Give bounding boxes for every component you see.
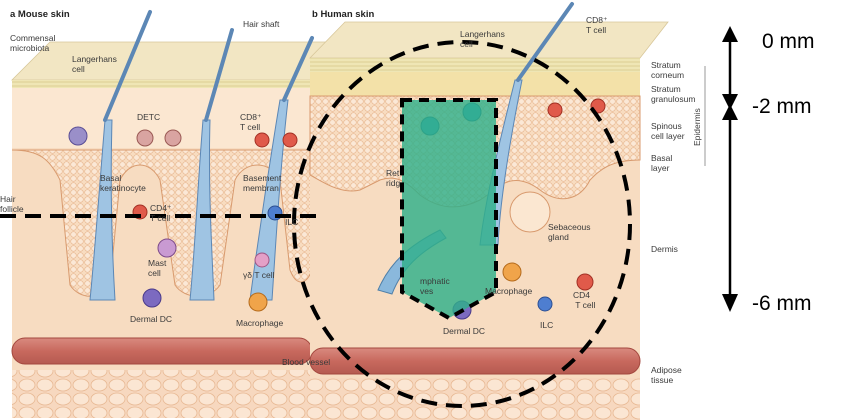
label-adipose-tissue: Adipose tissue	[651, 365, 682, 385]
label-sebaceous-gland: Sebaceous gland	[548, 222, 591, 242]
label-langerhans-human: Langerhans cell	[460, 29, 505, 49]
label-stratum-corneum: Stratum corneum	[651, 60, 684, 80]
label-macrophage-human: Macrophage	[485, 286, 532, 296]
label-basal-layer: Basal layer	[651, 153, 672, 173]
scale-label-top: 0 mm	[762, 30, 815, 54]
label-spinous-layer: Spinous cell layer	[651, 121, 685, 141]
label-dermal-dc-mouse: Dermal DC	[130, 314, 172, 324]
label-hair-follicle: Hair follicle	[0, 194, 24, 214]
label-cd4-human: CD4 T cell	[573, 290, 595, 310]
label-basement-membrane: Basement membran	[243, 173, 281, 193]
label-commensal-microbiota: Commensal microbiota	[10, 33, 55, 53]
label-rete-ridge: Ret ridg	[386, 168, 400, 188]
label-hair-shaft: Hair shaft	[243, 19, 279, 29]
depth-scale	[722, 26, 738, 312]
label-cd8-mouse: CD8⁺ T cell	[240, 112, 262, 132]
label-dermis: Dermis	[651, 244, 678, 254]
mouse-panel-title: a Mouse skin	[10, 9, 70, 20]
label-cd8-human: CD8⁺ T cell	[586, 15, 608, 35]
scale-label-bottom: -6 mm	[752, 292, 812, 316]
human-panel-title: b Human skin	[312, 9, 374, 20]
label-basal-keratinocyte: Basal keratinocyte	[100, 173, 146, 193]
label-ilc-mouse: ILC	[285, 217, 298, 227]
label-mast-cell: Mast cell	[148, 258, 166, 278]
label-dermal-dc-human: Dermal DC	[443, 326, 485, 336]
label-langerhans-mouse: Langerhans cell	[72, 54, 117, 74]
label-lymphatic-vessel: mphatic ves	[420, 276, 450, 296]
label-cd4-mouse: CD4⁺ T cell	[150, 203, 172, 223]
label-macrophage-mouse: Macrophage	[236, 318, 283, 328]
label-detc: DETC	[137, 112, 160, 122]
label-ilc-human: ILC	[540, 320, 553, 330]
label-epidermis: Epidermis	[692, 108, 702, 146]
label-stratum-granulosum: Stratum granulosum	[651, 84, 695, 104]
scale-label-mid: -2 mm	[752, 95, 812, 119]
label-gd-t-cell: γδ T cell	[243, 270, 275, 280]
label-blood-vessel: Blood vessel	[282, 357, 330, 367]
